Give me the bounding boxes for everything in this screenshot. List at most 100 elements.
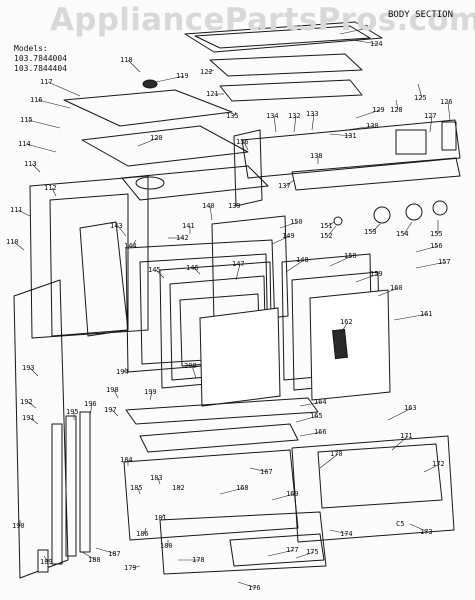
- part-callout-155: 155: [430, 230, 443, 238]
- model-number: 103.7844004: [14, 54, 67, 63]
- leader-line: [111, 409, 119, 417]
- drawer-front: [291, 435, 455, 543]
- control-knob: [373, 206, 391, 224]
- leader-line: [131, 565, 141, 569]
- leader-line: [329, 255, 353, 267]
- leader-line: [29, 367, 39, 377]
- leader-line: [123, 367, 127, 373]
- drawer-rail: [125, 397, 319, 425]
- models-block: Models: 103.7844004 103.7844404: [14, 44, 67, 74]
- part-callout-126: 126: [440, 98, 453, 106]
- part-callout-127: 127: [424, 112, 437, 120]
- part-callout-152: 152: [320, 232, 333, 240]
- part-callout-156: 156: [430, 242, 443, 250]
- leader-line: [137, 487, 141, 495]
- control-knob: [432, 200, 448, 216]
- part-callout-118: 118: [120, 56, 133, 64]
- leader-line: [273, 115, 277, 133]
- leader-line: [329, 133, 353, 137]
- part-callout-181: 181: [154, 514, 167, 522]
- part-callout-175: 175: [306, 548, 319, 556]
- leader-line: [393, 313, 429, 321]
- leader-line: [157, 477, 161, 485]
- part-callout-153: 153: [364, 228, 377, 236]
- control-bracket: [219, 79, 363, 102]
- part-callout-115: 115: [20, 116, 33, 124]
- part-callout-160: 160: [390, 284, 403, 292]
- part-callout-186: 186: [136, 530, 149, 538]
- burner-box-top: [209, 53, 363, 77]
- control-knob-small: [333, 216, 343, 226]
- leader-line: [409, 523, 429, 533]
- part-callout-130: 130: [366, 122, 379, 130]
- part-callout-120: 120: [150, 134, 163, 142]
- part-callout-200: 200: [184, 362, 197, 370]
- part-callout-194: 194: [116, 368, 129, 376]
- leader-line: [127, 59, 141, 73]
- right-door-panel: [309, 289, 391, 401]
- part-callout-137: 137: [278, 182, 291, 190]
- part-callout-168: 168: [236, 484, 249, 492]
- leader-line: [155, 269, 165, 279]
- burner-element: [135, 176, 165, 190]
- knob: [142, 79, 158, 89]
- part-callout-133: 133: [306, 110, 319, 118]
- part-callout-122: 122: [200, 68, 213, 76]
- part-callout-139: 139: [228, 202, 241, 210]
- part-callout-142: 142: [176, 234, 189, 242]
- part-callout-117: 117: [40, 78, 53, 86]
- part-callout-151: 151: [320, 222, 333, 230]
- leader-line: [355, 273, 379, 283]
- leader-line: [267, 549, 295, 557]
- leader-line: [143, 527, 147, 535]
- leader-line: [235, 263, 241, 281]
- part-callout-199: 199: [144, 388, 157, 396]
- part-callout-188: 188: [88, 556, 101, 564]
- part-callout-129: 129: [372, 106, 385, 114]
- leader-line: [295, 551, 315, 559]
- part-callout-143: 143: [110, 222, 123, 230]
- part-callout-182: 182: [172, 484, 185, 492]
- part-callout-163: 163: [404, 404, 417, 412]
- part-callout-172: 172: [432, 460, 445, 468]
- leader-line: [415, 261, 447, 269]
- leader-line: [377, 287, 399, 297]
- part-callout-123: 123: [360, 24, 373, 32]
- side-trim: [233, 129, 263, 207]
- part-callout-121: 121: [206, 90, 219, 98]
- part-callout-196: 196: [84, 400, 97, 408]
- part-callout-147: 147: [232, 260, 245, 268]
- part-callout-192: 192: [20, 398, 33, 406]
- part-callout-179: 179: [124, 564, 137, 572]
- leader-line: [293, 115, 297, 133]
- leader-line: [447, 101, 451, 121]
- part-callout-189: 189: [40, 558, 53, 566]
- part-callout-124: 124: [370, 40, 383, 48]
- part-callout-193: 193: [22, 364, 35, 372]
- burner-box: [121, 165, 269, 201]
- leader-line: [31, 163, 41, 173]
- part-callout-112: 112: [44, 184, 57, 192]
- leader-line: [395, 99, 399, 111]
- leader-line: [161, 513, 165, 519]
- part-callout-173: 173: [420, 528, 433, 536]
- callout-labels: 1101111121131141151161171181191201211221…: [6, 24, 453, 592]
- cabinet-frame: [29, 175, 149, 339]
- part-callout-195: 195: [66, 408, 79, 416]
- top-frame: [184, 21, 383, 53]
- hinge-strip: [65, 415, 77, 557]
- leader-line: [27, 401, 37, 409]
- part-callout-164: 164: [314, 398, 327, 406]
- leader-line: [233, 111, 237, 117]
- part-callout-167: 167: [260, 468, 273, 476]
- leader-lines: [13, 27, 451, 589]
- part-callout-170: 170: [330, 450, 343, 458]
- part-callout-128: 128: [390, 106, 403, 114]
- part-callout-161: 161: [420, 310, 433, 318]
- leader-line: [339, 27, 369, 35]
- part-callout-176: 176: [248, 584, 261, 592]
- leader-line: [329, 529, 349, 535]
- leader-line: [209, 205, 213, 221]
- side-panel: [13, 279, 69, 579]
